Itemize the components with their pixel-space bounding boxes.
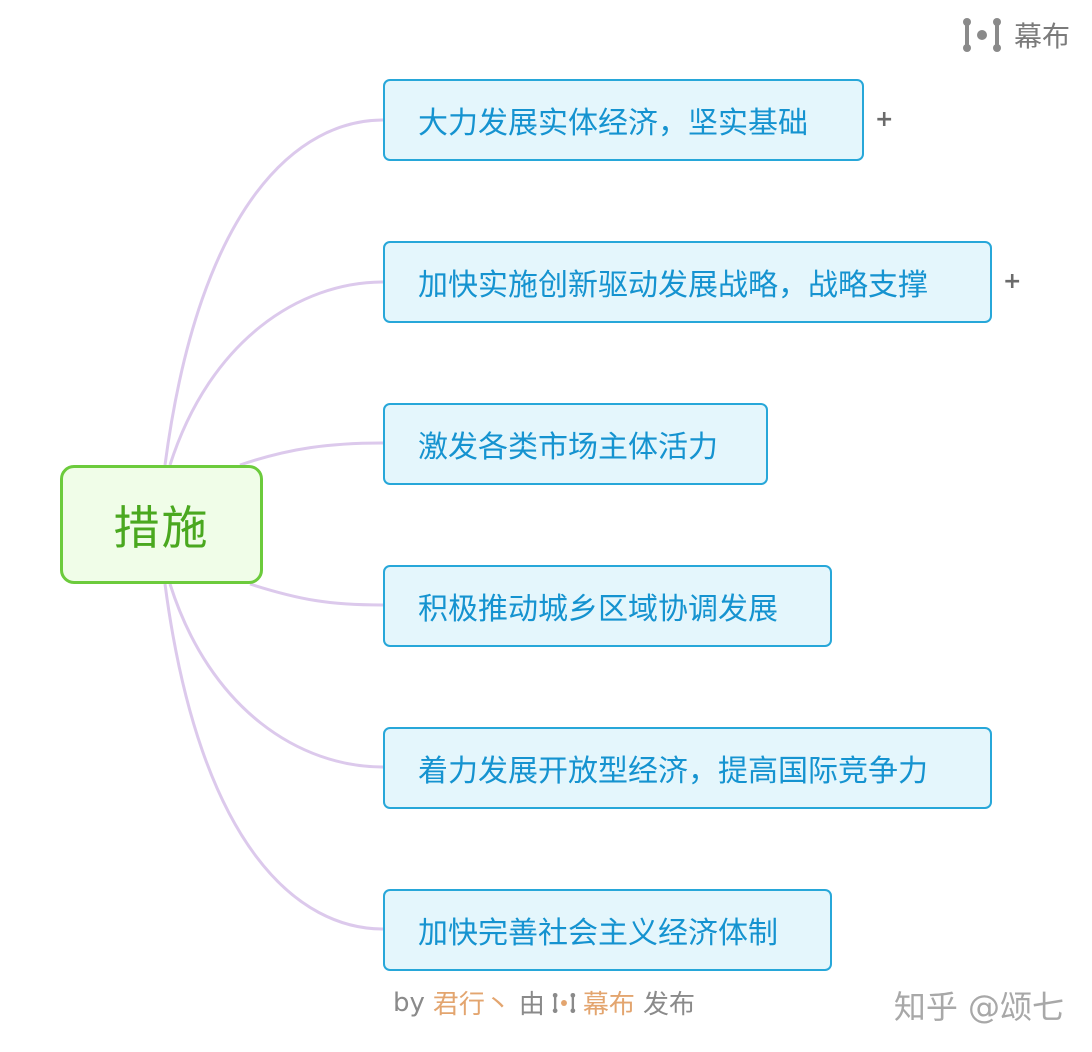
connector-line (168, 280, 384, 466)
child-node-4[interactable]: 积极推动城乡区域协调发展 (383, 565, 832, 647)
connector-line (163, 118, 384, 466)
child-node-3[interactable]: 激发各类市场主体活力 (383, 403, 768, 485)
connector-line (249, 582, 384, 607)
footer-by: by (393, 987, 425, 1018)
child-node-label: 加快实施创新驱动发展战略，战略支撑 (418, 268, 928, 303)
mubu-logo-icon (962, 18, 1001, 52)
footer-published: 发布 (642, 990, 695, 1020)
connector-line (163, 583, 384, 931)
watermark: 知乎 @颂七 (893, 988, 1064, 1026)
connector-line (168, 583, 384, 769)
expand-toggle-1[interactable]: + (875, 107, 894, 132)
footer-credit: by 君行丶 由 幕布 发布 (393, 984, 695, 1021)
root-node-label: 措施 (113, 500, 210, 555)
child-node-label: 激发各类市场主体活力 (418, 430, 718, 465)
child-node-label: 积极推动城乡区域协调发展 (418, 592, 778, 627)
connector-line (239, 441, 384, 467)
child-node-6[interactable]: 加快完善社会主义经济体制 (383, 889, 832, 971)
brand-name: 幕布 (1013, 20, 1070, 53)
root-node[interactable]: 措施 (60, 465, 263, 584)
child-node-5[interactable]: 着力发展开放型经济，提高国际竞争力 (383, 727, 992, 809)
child-node-label: 着力发展开放型经济，提高国际竞争力 (418, 754, 928, 789)
footer-via: 由 (518, 990, 545, 1020)
child-node-label: 大力发展实体经济，坚实基础 (418, 106, 808, 141)
brand-header: 幕布 (960, 15, 1070, 55)
mubu-logo-icon (552, 992, 576, 1013)
child-node-2[interactable]: 加快实施创新驱动发展战略，战略支撑 (383, 241, 992, 323)
child-node-1[interactable]: 大力发展实体经济，坚实基础 (383, 79, 864, 161)
footer-platform[interactable]: 幕布 (582, 990, 635, 1020)
child-node-label: 加快完善社会主义经济体制 (418, 916, 778, 951)
expand-toggle-2[interactable]: + (1003, 269, 1022, 294)
footer-author[interactable]: 君行丶 (432, 990, 511, 1020)
